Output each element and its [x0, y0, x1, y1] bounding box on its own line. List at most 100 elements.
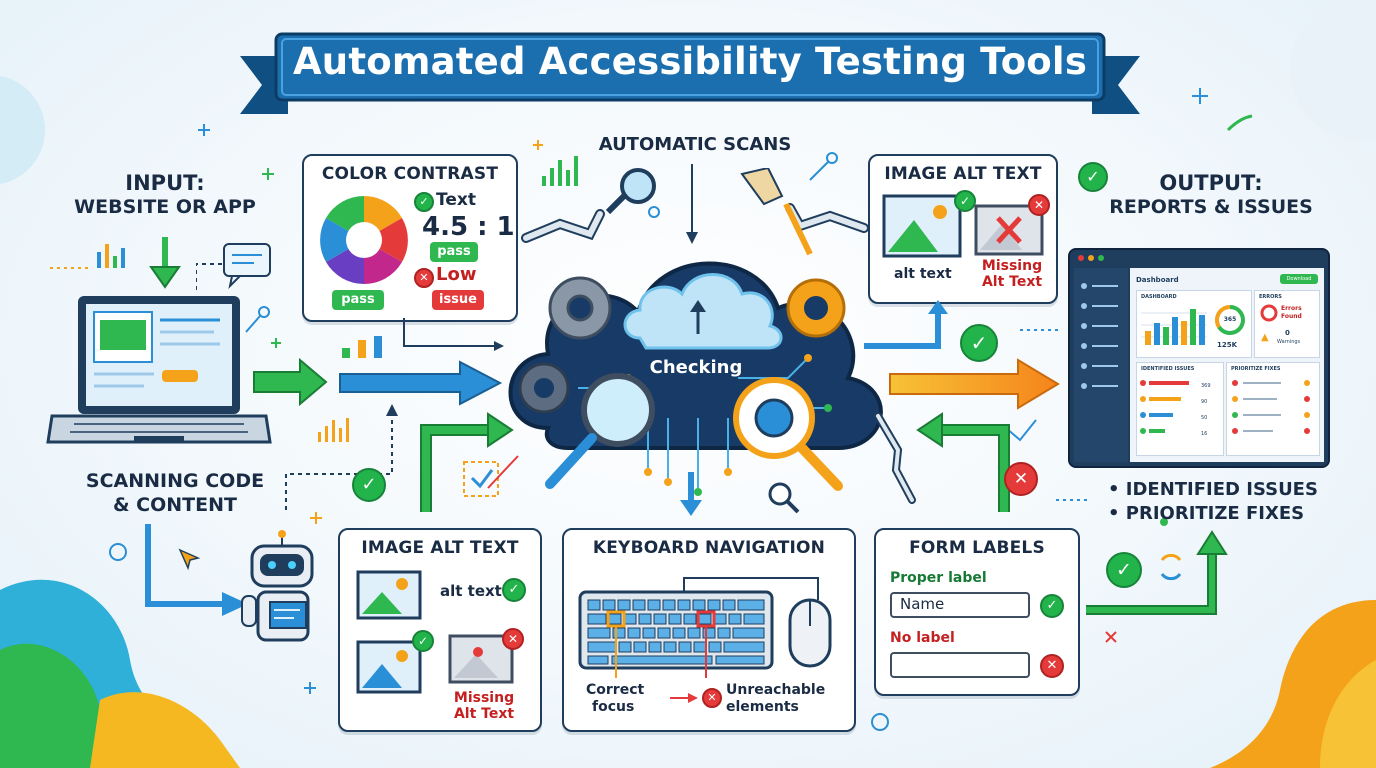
page-title: Automated Accessibility Testing Tools [292, 40, 1088, 83]
dashboard-download-button[interactable]: Download [1280, 274, 1318, 284]
checking-label: Checking [649, 357, 743, 378]
scanning-heading-line1: SCANNING CODE [85, 470, 265, 492]
low-label: Low [436, 264, 477, 285]
scanning-heading: SCANNING CODE & CONTENT [60, 470, 290, 518]
unreachable-x-icon: ✕ [702, 688, 722, 708]
text-label: Text [436, 190, 476, 210]
dashboard-main: Dashboard Download DASHBOARD [1130, 268, 1324, 462]
bottom-broken-image-icon [448, 634, 514, 684]
dashboard-title: Dashboard [1136, 276, 1179, 284]
robot-hand-icon [874, 412, 916, 504]
output-return-arrow [1086, 530, 1228, 615]
image-alt-top-title: IMAGE ALT TEXT [884, 164, 1042, 184]
unlabeled-field[interactable] [890, 652, 1030, 678]
output-heading-line2: REPORTS & ISSUES [1109, 196, 1313, 219]
dashboard-sidebar [1074, 268, 1128, 462]
errors-found: Errors Found [1281, 305, 1302, 321]
proper-label-text: Proper label [890, 570, 987, 586]
output-flow-arrow [889, 358, 1060, 410]
dashboard-panel-2: ERRORS Errors Found ▲ 0 Warnings [1254, 290, 1320, 358]
bottom-good-image-icon [356, 570, 422, 620]
unreachable-line1: Unreachable [726, 682, 826, 698]
gauge-value: 365 [1223, 316, 1237, 323]
bottom-alt-bad-caption-line1: Missing [453, 690, 515, 706]
scan-arrow [145, 524, 248, 616]
down-arrow [149, 237, 181, 289]
output-bullet-2: • PRIORITIZE FIXES [1108, 503, 1305, 524]
dashboard-panel-1: DASHBOARD 365 125K [1136, 290, 1252, 358]
window-min-dot[interactable] [1088, 255, 1094, 261]
contrast-connector [403, 318, 504, 351]
bottom-alt-bad-caption: Missing Alt Text [444, 690, 524, 722]
issue-value-2: 90 [1201, 399, 1208, 405]
issue-value-1: 369 [1201, 383, 1211, 389]
ratio-pass-pill: pass [430, 242, 478, 262]
check-badge-icon: ✓ [352, 468, 386, 502]
errors-ring-icon [1260, 304, 1278, 322]
cursor-icon [178, 548, 201, 571]
alt-bad-caption: Missing Alt Text [974, 258, 1050, 290]
flow-fail-icon: ✕ [1004, 462, 1038, 496]
correct-focus-label: Correct focus [586, 682, 644, 716]
image-alt-top-card: IMAGE ALT TEXT ✓ alt text ✕ Missing Alt … [868, 154, 1058, 304]
keyboard-navigation-title: KEYBOARD NAVIGATION [592, 538, 826, 558]
no-label-text: No label [890, 630, 955, 646]
output-heading-line1: OUTPUT: [1159, 171, 1263, 195]
central-cloud [508, 261, 883, 496]
errors-line1: Errors [1281, 305, 1302, 312]
errors-line2: Found [1281, 313, 1302, 320]
broken-image-icon [974, 204, 1044, 256]
chat-bubble-icon [196, 243, 271, 290]
issues-bars [1140, 380, 1189, 434]
output-bullet-1-text: IDENTIFIED ISSUES [1125, 479, 1318, 500]
alt-bad-caption-line2: Alt Text [981, 274, 1043, 290]
issues-values: 369 90 50 16 [1201, 378, 1211, 442]
window-max-dot[interactable] [1098, 255, 1104, 261]
scanning-heading-line2: & CONTENT [113, 493, 237, 516]
bottom-alt-bad-caption-line2: Alt Text [453, 706, 515, 722]
fixes-panel-title: PRIORITIZE FIXES [1231, 366, 1281, 372]
dashed-connector [285, 404, 398, 510]
text-check-icon: ✓ [414, 192, 434, 212]
input-heading-line1: INPUT: [125, 171, 205, 195]
window-close-dot[interactable] [1078, 255, 1084, 261]
laptop-icon [46, 296, 272, 444]
output-bullet-2-text: PRIORITIZE FIXES [1125, 503, 1305, 524]
image-alt-bottom-title: IMAGE ALT TEXT [361, 538, 519, 558]
alt-bad-x-icon: ✕ [1028, 194, 1050, 216]
input-heading-line2: WEBSITE OR APP [74, 196, 256, 219]
name-field[interactable]: Name [890, 592, 1030, 618]
checkbox-target-icon [463, 455, 519, 497]
bottom-alt-good-check-icon: ✓ [502, 578, 526, 602]
warnings-value: 0 [1285, 329, 1290, 337]
output-bullet-1: • IDENTIFIED ISSUES [1108, 479, 1318, 500]
panel1-value: 125K [1217, 341, 1238, 349]
right-curved-arrow [916, 412, 1010, 512]
dashboard-titlebar [1070, 250, 1328, 266]
identified-issues-panel: IDENTIFIED ISSUES 369 90 50 16 [1136, 362, 1224, 456]
small-magnifier-icon [768, 482, 800, 514]
flow-check-icon: ✓ [960, 324, 998, 362]
unreachable-line2: elements [726, 699, 799, 715]
panel1-gauge [1214, 304, 1245, 335]
output-bullets: • IDENTIFIED ISSUES • PRIORITIZE FIXES [1108, 478, 1338, 526]
color-wheel-icon [320, 196, 408, 284]
fixes-list [1232, 380, 1310, 434]
bottom-alt-good-caption: alt text [440, 582, 502, 600]
panel2-title: ERRORS [1259, 294, 1282, 300]
robot-icon [241, 530, 314, 642]
form-labels-card: FORM LABELS Proper label Name ✓ No label… [874, 528, 1080, 696]
output-check-icon: ✓ [1078, 162, 1108, 192]
input-flow-arrow [253, 357, 503, 407]
bottom-image-2-check-icon: ✓ [412, 630, 434, 652]
dashboard-window: Dashboard Download DASHBOARD [1068, 248, 1330, 468]
correct-focus-line2: focus [592, 699, 635, 715]
alt-good-caption: alt text [894, 266, 952, 282]
low-fail-icon: ✕ [414, 268, 434, 288]
output-heading: OUTPUT: REPORTS & ISSUES [1086, 170, 1336, 220]
robot-arm-magnifier-icon [521, 168, 656, 243]
robot-arm-brush-icon [740, 168, 869, 256]
good-image-icon [882, 194, 962, 258]
